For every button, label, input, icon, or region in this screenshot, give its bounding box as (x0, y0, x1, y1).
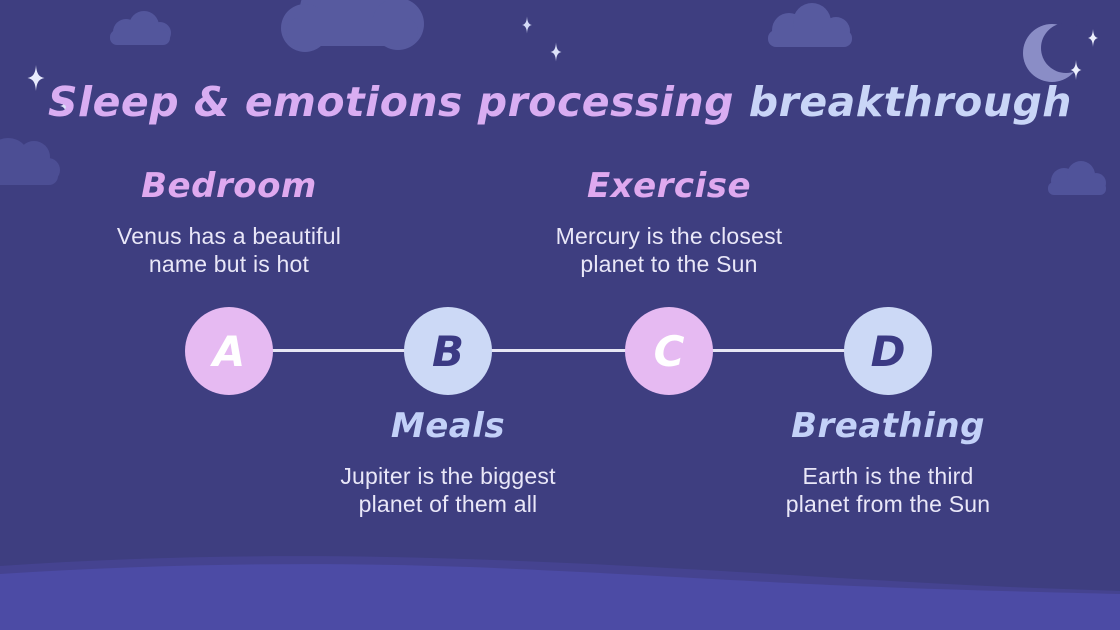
description-line: planet from the Sun (785, 491, 991, 517)
timeline-node-a: A (185, 307, 273, 395)
node-letter: C (653, 326, 685, 376)
item-description: Mercury is the closest planet to the Sun (499, 222, 839, 278)
description-line: planet to the Sun (580, 251, 758, 277)
item-description: Venus has a beautiful name but is hot (59, 222, 399, 278)
title-text: Sleep & emotions processing (48, 78, 734, 126)
node-letter: A (212, 326, 246, 376)
item-description: Earth is the third planet from the Sun (718, 462, 1058, 518)
slide-title: Sleep & emotions processing breakthrough (0, 78, 1120, 127)
timeline-node-c: C (625, 307, 713, 395)
timeline-item-exercise: Exercise Mercury is the closest planet t… (499, 166, 839, 278)
description-line: Venus has a beautiful (116, 223, 342, 249)
description-line: planet of them all (358, 491, 538, 517)
cloud-icon (281, 0, 424, 52)
description-line: Mercury is the closest (555, 223, 783, 249)
description-line: name but is hot (148, 251, 310, 277)
item-label: Exercise (586, 166, 752, 206)
cloud-icon (768, 3, 852, 47)
cloud-icon (0, 138, 60, 185)
node-letter: B (431, 326, 464, 376)
sparkle-icon (550, 42, 562, 62)
title-accent-text: breakthrough (748, 78, 1072, 126)
timeline-node-b: B (404, 307, 492, 395)
timeline-item-bedroom: Bedroom Venus has a beautiful name but i… (59, 166, 399, 278)
sparkle-icon (522, 16, 532, 34)
item-description: Jupiter is the biggest planet of them al… (278, 462, 618, 518)
timeline-item-meals: Meals Jupiter is the biggest planet of t… (278, 406, 618, 518)
cloud-icon (1048, 161, 1106, 195)
item-label: Bedroom (141, 166, 317, 206)
node-letter: D (870, 326, 906, 376)
description-line: Jupiter is the biggest (340, 463, 556, 489)
crescent-moon-icon (1023, 23, 1091, 82)
description-line: Earth is the third (802, 463, 974, 489)
timeline-item-breathing: Breathing Earth is the third planet from… (718, 406, 1058, 518)
hill-wave-shape (0, 564, 1120, 630)
item-label: Meals (390, 406, 506, 446)
item-label: Breathing (791, 406, 985, 446)
timeline-connector-line (229, 349, 888, 352)
cloud-icon (110, 11, 171, 45)
timeline-node-d: D (844, 307, 932, 395)
